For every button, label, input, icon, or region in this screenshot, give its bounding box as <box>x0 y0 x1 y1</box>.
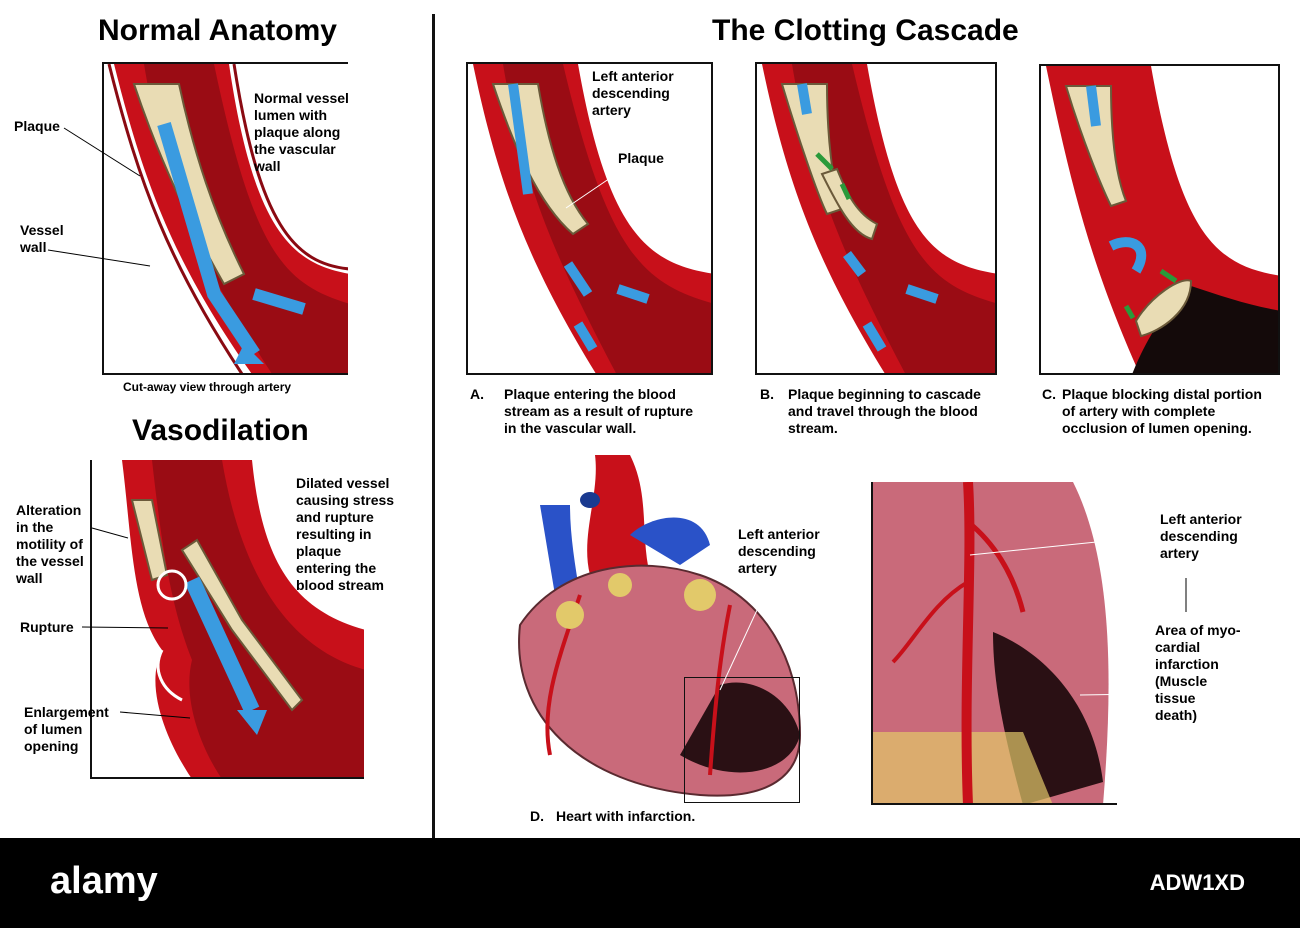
normal-artery-illustration <box>102 62 348 375</box>
clotting-cascade-title: The Clotting Cascade <box>712 14 1019 47</box>
plaque-label: Plaque <box>14 118 60 134</box>
panel-a-leader-line <box>565 169 623 209</box>
panel-a-letter: A. <box>470 386 484 402</box>
vasodilation-illustration <box>90 460 364 779</box>
heart-leader-line <box>0 0 1300 838</box>
panel-a-plaque-label: Plaque <box>618 150 664 166</box>
image-id: ADW1XD <box>1149 870 1245 895</box>
footer-bar: alamy ADW1XD <box>0 838 1300 928</box>
vasodilation-title: Vasodilation <box>132 414 309 447</box>
panel-c-letter: C. <box>1042 386 1056 402</box>
panel-c-illustration <box>1039 64 1280 375</box>
heart-zoom-box <box>684 677 800 803</box>
infarct-zoom-illustration <box>871 482 1117 805</box>
cutaway-caption: Cut-away view through artery <box>123 380 292 394</box>
alamy-logo: alamy <box>50 860 158 902</box>
panel-d-letter: D. <box>530 808 544 824</box>
vaso-leader-lines <box>81 527 191 719</box>
panel-d-caption: D. Heart with infarction. <box>530 808 696 824</box>
normal-leader-lines <box>47 127 151 267</box>
normal-anatomy-title: Normal Anatomy <box>98 14 337 47</box>
rupture-label: Rupture <box>20 619 74 635</box>
panel-b-letter: B. <box>760 386 774 402</box>
heart-illustration <box>518 455 802 797</box>
section-divider <box>432 14 435 838</box>
panel-a-illustration <box>466 62 713 375</box>
panel-b-illustration <box>755 62 997 375</box>
zoom-leader-lines <box>1185 578 1187 612</box>
